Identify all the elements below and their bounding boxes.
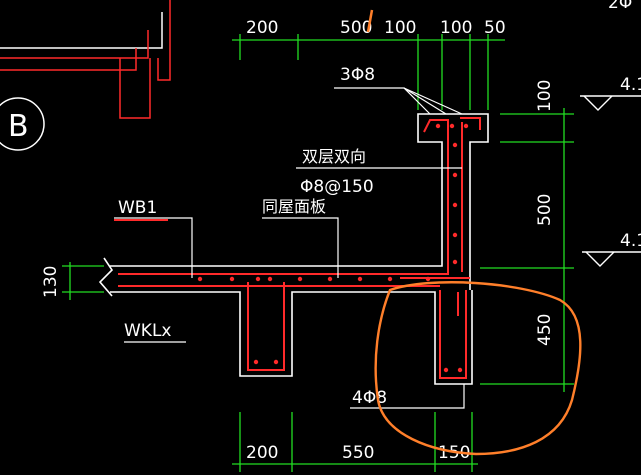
dim-top-100b: 100 <box>440 18 472 38</box>
top-dimension-chain <box>232 34 505 110</box>
label-beam: WKLx <box>124 321 172 341</box>
dim-right-100: 100 <box>535 80 555 112</box>
right-dimension-labels: 100 500 450 <box>535 80 555 346</box>
highlight-circle <box>374 281 582 456</box>
left-dimension <box>62 262 104 300</box>
label-top-rebar: 3Φ8 <box>340 65 375 85</box>
label-slab-spec: Φ8@150 <box>300 177 374 197</box>
dim-left-130: 130 <box>41 266 61 298</box>
dim-top-200: 200 <box>246 18 278 38</box>
axis-bubble-b: B <box>0 97 45 151</box>
rebar <box>118 117 481 379</box>
bottom-dimension-chain <box>232 412 478 472</box>
rebar-dots <box>197 123 469 373</box>
cursor-mark <box>366 9 374 33</box>
dim-top-500: 500 <box>340 18 372 38</box>
dim-bot-200: 200 <box>246 443 278 463</box>
top-dimension-labels: 200 500 100 100 50 <box>246 18 506 38</box>
dim-top-50: 50 <box>484 18 506 38</box>
level-marks <box>580 95 641 267</box>
background-frame-lines <box>0 0 171 119</box>
label-wb1: WB1 <box>118 198 157 218</box>
right-dimension-chain <box>480 108 574 392</box>
dim-right-500: 500 <box>535 194 555 226</box>
label-bottom-rebar: 4Φ8 <box>352 388 387 408</box>
corner-label: 2Φ <box>608 0 632 13</box>
label-slab-note: 双层双向 <box>302 147 366 166</box>
level-mark-lower: 4.1 <box>620 231 641 251</box>
label-same-as-roof: 同屋面板 <box>262 197 326 216</box>
dim-bot-550: 550 <box>342 443 374 463</box>
dim-right-450: 450 <box>535 314 555 346</box>
leader-lines <box>114 87 465 409</box>
level-mark-upper: 4.1 <box>620 75 641 95</box>
concrete-outline <box>98 113 489 385</box>
dim-top-100a: 100 <box>384 18 416 38</box>
bottom-dimension-labels: 200 550 150 <box>246 443 470 463</box>
svg-text:B: B <box>8 109 29 144</box>
